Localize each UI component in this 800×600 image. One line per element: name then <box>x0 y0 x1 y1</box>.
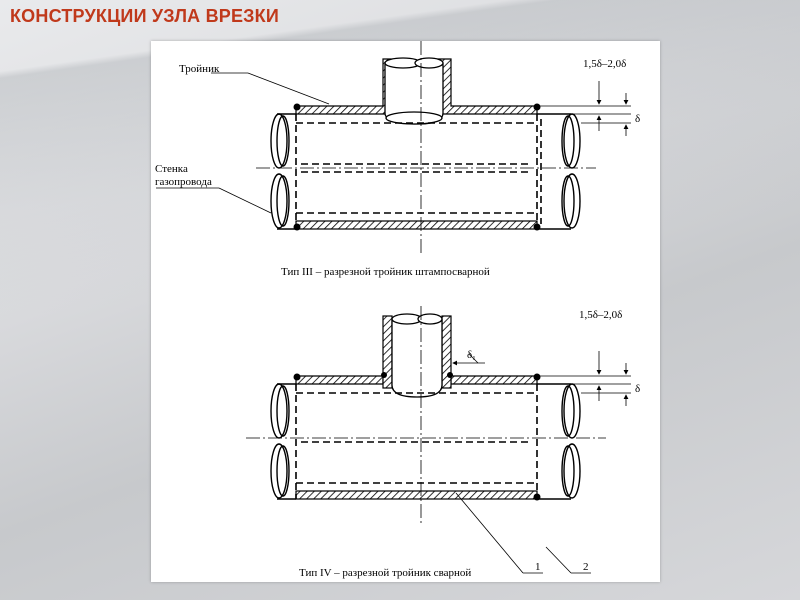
dimension-delta-label: δ <box>635 113 640 125</box>
branch-wall-delta1-label: δ₁ <box>467 349 476 361</box>
dimension-range-label: 1,5δ–2,0δ <box>579 309 622 321</box>
pipe-wall-label-line1: Стенка <box>155 163 188 175</box>
figure-caption: Тип III – разрезной тройник штампосварно… <box>281 266 490 278</box>
slide-title: КОНСТРУКЦИИ УЗЛА ВРЕЗКИ <box>10 6 279 26</box>
tee-label: Тройник <box>179 63 220 75</box>
dimension-delta-label: δ <box>635 383 640 395</box>
technical-drawing: Тройник Стенка газопровода 1,5δ–2,0δ δ Т… <box>151 41 660 582</box>
figure-type-4: δ₁ 1,5δ–2,0δ δ 1 2 Тип IV – разрезной тр… <box>246 306 640 579</box>
callout-1: 1 <box>535 561 541 573</box>
figure-type-3: Тройник Стенка газопровода 1,5δ–2,0δ δ Т… <box>155 41 640 278</box>
dimension-range-label: 1,5δ–2,0δ <box>583 58 626 70</box>
callout-2: 2 <box>583 561 589 573</box>
figure-caption: Тип IV – разрезной тройник сварной <box>299 567 471 579</box>
pipe-wall-label-line2: газопровода <box>155 176 212 188</box>
